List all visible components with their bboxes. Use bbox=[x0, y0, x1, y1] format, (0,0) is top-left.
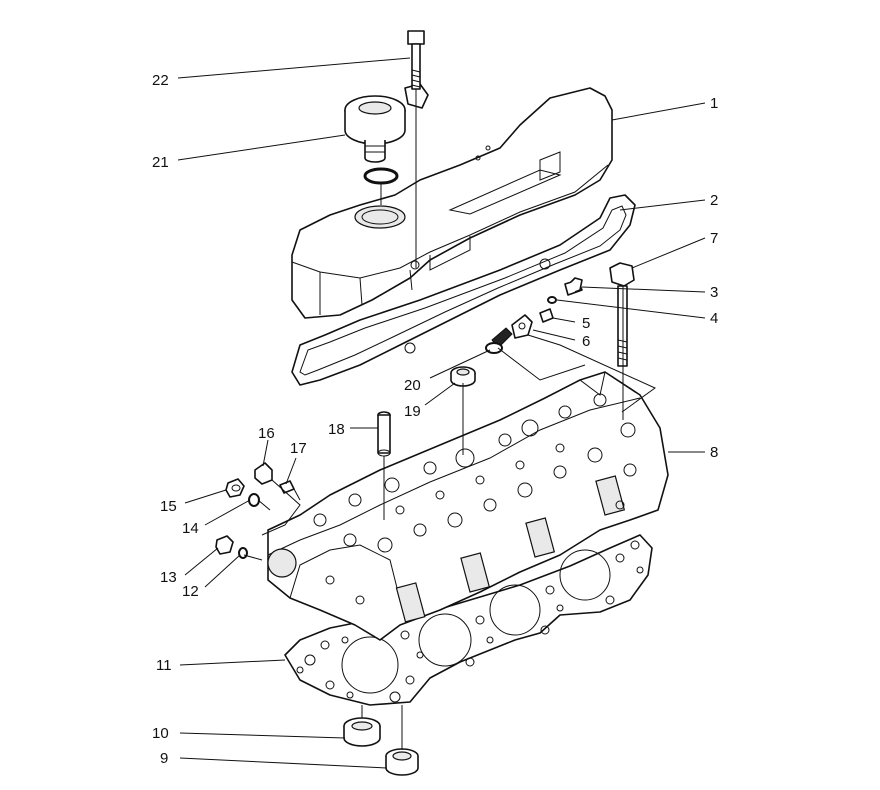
cylinder-head bbox=[267, 371, 669, 641]
head-bolt bbox=[609, 262, 635, 367]
callout-19: 19 bbox=[404, 403, 421, 420]
rocker-cover bbox=[291, 87, 613, 319]
washer-4 bbox=[547, 296, 557, 304]
cap-16 bbox=[254, 462, 273, 485]
callout-16: 16 bbox=[258, 425, 275, 442]
plug-13 bbox=[215, 535, 234, 555]
dowel-sleeve bbox=[377, 411, 391, 457]
callout-13: 13 bbox=[160, 569, 177, 586]
callout-labels: 1 2 3 4 5 6 7 8 9 10 11 12 13 14 15 16 1… bbox=[152, 72, 718, 767]
plug-15 bbox=[225, 478, 245, 498]
washer-14 bbox=[248, 493, 260, 507]
oil-filler-cap bbox=[344, 95, 406, 163]
gasket-plate-6 bbox=[511, 314, 533, 339]
callout-22: 22 bbox=[152, 72, 169, 89]
cover-bolt bbox=[407, 30, 425, 90]
callout-8: 8 bbox=[710, 444, 718, 461]
leader-lines bbox=[177, 57, 706, 769]
callout-14: 14 bbox=[182, 520, 199, 537]
plug-17 bbox=[279, 480, 295, 494]
callout-7: 7 bbox=[710, 230, 718, 247]
callout-17: 17 bbox=[290, 440, 307, 457]
callout-6: 6 bbox=[582, 333, 590, 350]
callout-10: 10 bbox=[152, 725, 169, 742]
filler-cap-o-ring bbox=[363, 167, 399, 185]
callout-9: 9 bbox=[160, 750, 168, 767]
washer-12 bbox=[238, 547, 248, 559]
callout-3: 3 bbox=[710, 284, 718, 301]
callout-4: 4 bbox=[710, 310, 718, 327]
callout-20: 20 bbox=[404, 377, 421, 394]
seal-ring-9 bbox=[385, 748, 419, 776]
bolt-3 bbox=[564, 277, 583, 296]
callout-11: 11 bbox=[156, 657, 172, 674]
seat-ring-19 bbox=[450, 366, 476, 387]
callout-12: 12 bbox=[182, 583, 199, 600]
callout-5: 5 bbox=[582, 315, 590, 332]
seal-20 bbox=[485, 327, 513, 354]
callout-18: 18 bbox=[328, 421, 345, 438]
callout-15: 15 bbox=[160, 498, 177, 515]
seal-ring-10 bbox=[343, 717, 381, 747]
rocker-cover-gasket bbox=[291, 194, 636, 386]
callout-21: 21 bbox=[152, 154, 169, 171]
plug-5 bbox=[539, 308, 554, 323]
callout-2: 2 bbox=[710, 192, 718, 209]
callout-1: 1 bbox=[710, 95, 718, 112]
